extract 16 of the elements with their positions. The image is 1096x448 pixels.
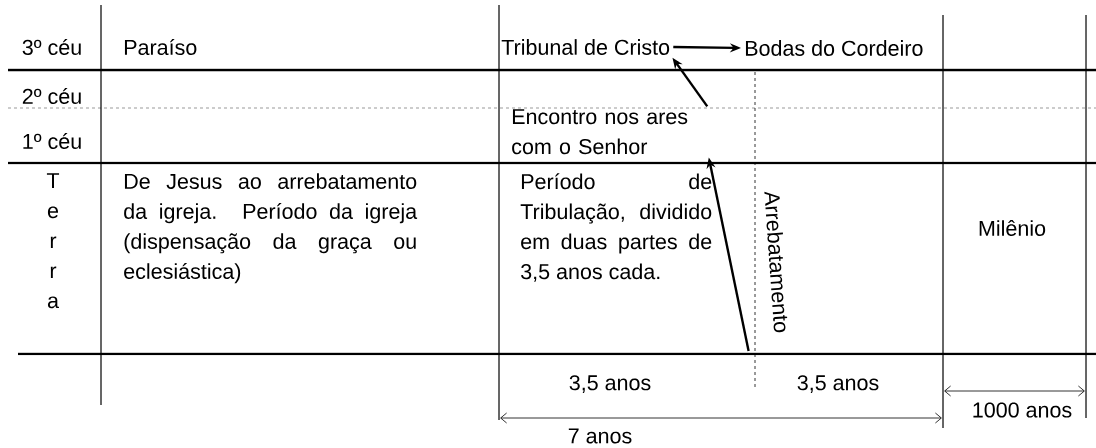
dimension-label: 3,5 anos (797, 375, 879, 393)
row-label: 1º céu (23, 133, 81, 149)
text-label: Tribunal de Cristo (501, 39, 670, 55)
row-label: T e r r a (46, 173, 60, 309)
row-label: 2º céu (22, 87, 81, 104)
cell-text: De Jesus ao arrebatamento da igreja. Período da igreja (dispensação da graça ou eclesiástica) (124, 173, 418, 284)
dimension-label: 3,5 anos (569, 375, 651, 393)
cell-text: Milênio (979, 220, 1046, 236)
edge-label: Arrebatamento (764, 191, 788, 333)
dimension-label: 1000 anos (973, 402, 1072, 418)
text-label: Bodas do Cordeiro (745, 40, 923, 56)
cell-text: Período de Tribulação, dividido em duas partes de 3,5 anos cada. (520, 173, 712, 282)
text-label: Encontro nos ares com o Senhor (512, 109, 688, 155)
dimension-label: 7 anos (568, 428, 632, 444)
row-label: 3º céu (22, 38, 81, 55)
cell-text: Paraíso (124, 38, 197, 55)
